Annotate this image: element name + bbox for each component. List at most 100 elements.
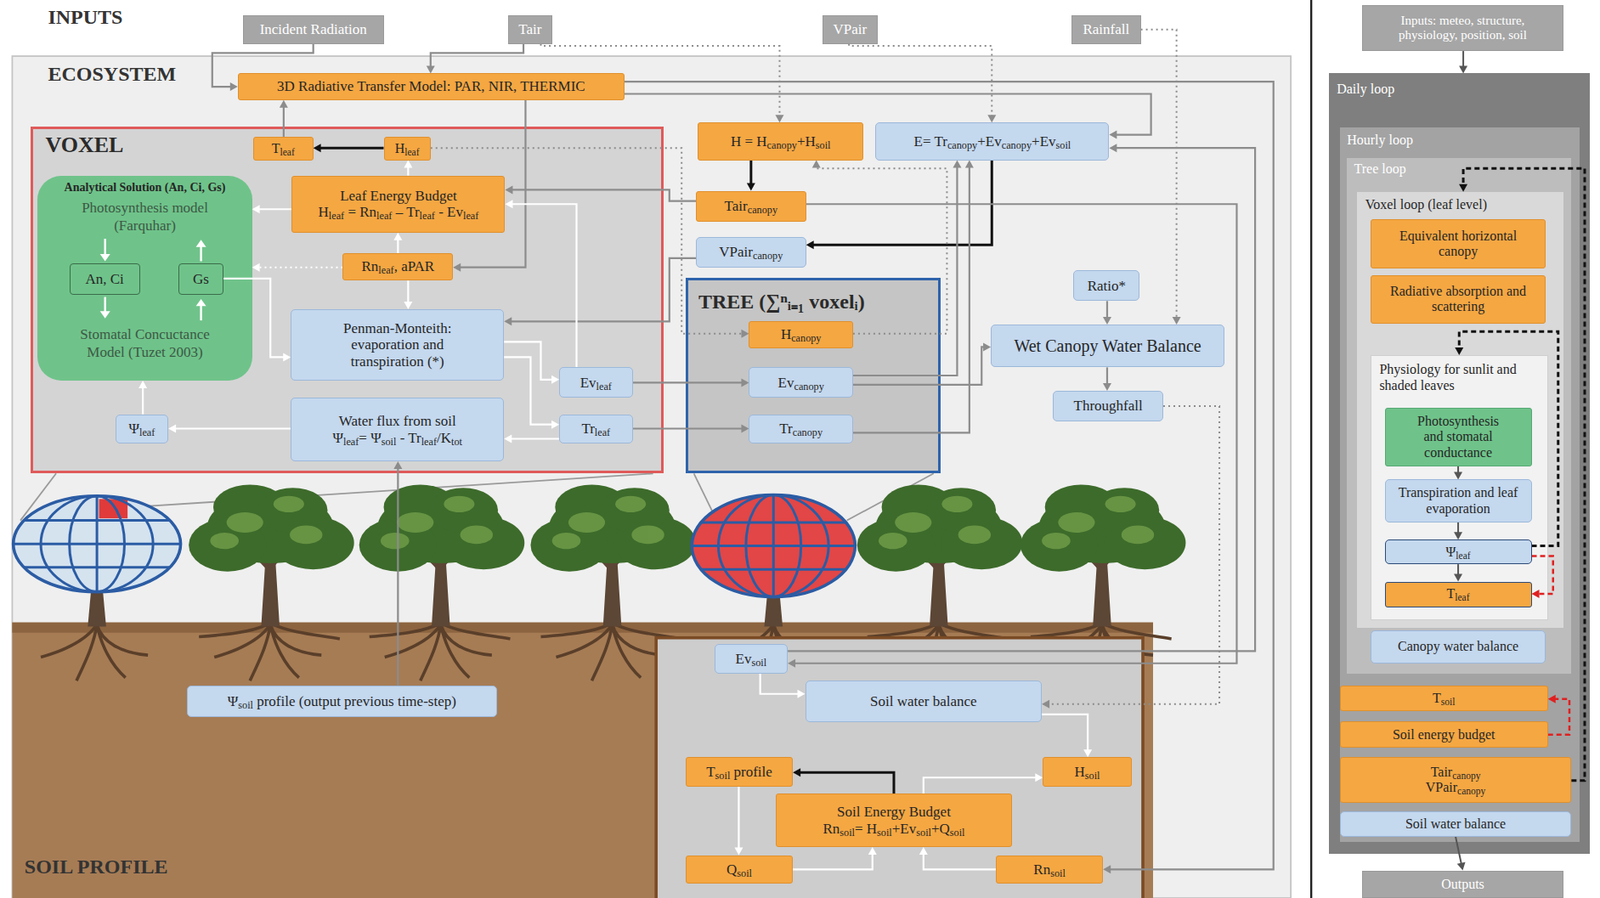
panel-label: Daily loop (1336, 81, 1395, 97)
connector-line (1048, 406, 1220, 705)
connector (252, 263, 344, 272)
connector (1532, 556, 1554, 599)
connector (1141, 29, 1182, 325)
connector-line (923, 777, 1037, 794)
box-label: Penman-Monteith: evaporation and transpi… (323, 320, 472, 371)
connector (746, 160, 756, 192)
box-label: Hcanopy (780, 326, 822, 344)
box-label: Tleaf (1447, 586, 1470, 602)
arrow-head (1102, 865, 1111, 874)
step-box: Tleaf (1385, 582, 1533, 608)
box-label: Canopy water balance (1397, 638, 1519, 655)
arrow-head (919, 847, 928, 855)
input-box: Rainfall (1071, 15, 1142, 45)
connector-line (141, 387, 144, 415)
voxel-globe (0, 542, 204, 546)
variable-box: Tleaf (253, 136, 314, 161)
connector-line (853, 346, 984, 385)
connector (212, 44, 314, 91)
connector-line (787, 147, 1256, 651)
arrow-head (503, 434, 512, 443)
inner-arrows (103, 297, 106, 313)
connector (734, 786, 743, 855)
variable-box: Evsoil (714, 644, 788, 674)
connector (787, 203, 1237, 668)
connector (923, 773, 1044, 794)
connector-line (407, 280, 409, 303)
connector-line (259, 208, 293, 210)
box-label: VPaircanopy (1425, 780, 1487, 796)
variable-box: Hsoil (1042, 757, 1131, 787)
panel-label: Tree loop (1354, 161, 1407, 177)
connector-line (282, 107, 285, 137)
connector-line (853, 167, 958, 376)
connector (760, 673, 806, 699)
arrow-head (1041, 700, 1050, 709)
connector-line (1458, 331, 1558, 546)
connector (313, 143, 385, 153)
connector (426, 44, 524, 74)
arrow-head (797, 689, 806, 699)
connector (504, 199, 577, 368)
box-label: Soil water balance (1405, 816, 1506, 832)
arrow-head (740, 424, 749, 433)
arrow-head (787, 659, 796, 668)
loop-panel: Tree loopVoxel loop (leaf level)Equivale… (1346, 158, 1572, 674)
box-label: Evleaf (580, 374, 612, 392)
box-label: Trleaf (581, 420, 611, 438)
voxel-globe (0, 490, 204, 603)
inner-arrows (105, 238, 202, 321)
connector (1455, 836, 1465, 871)
arrow-head (1172, 316, 1182, 325)
output-box: Outputs (1362, 870, 1564, 898)
box-label: Wet Canopy Water Balance (1013, 336, 1201, 357)
arrow-head (1453, 531, 1463, 540)
connector-line (1548, 699, 1570, 735)
tree-globe (673, 490, 878, 603)
variable-box: Evcanopy (748, 367, 853, 398)
box-label: Rainfall (1082, 21, 1130, 39)
input-box: VPair (822, 15, 878, 45)
process-box: E= Trcanopy+Evcanopy+Evsoil (875, 122, 1109, 160)
input-box: Tair (508, 15, 553, 45)
box-label: H = Hcanopy+Hsoil (730, 133, 832, 151)
step-box: TaircanopyVPaircanopy (1339, 757, 1572, 803)
connector-line (510, 437, 560, 440)
box-label: Tsoil profile (706, 763, 773, 781)
connector (853, 160, 962, 376)
connector (138, 380, 147, 415)
box-label: Transpiration and leaf evaporation (1394, 485, 1522, 517)
section-heading: INPUTS (47, 5, 123, 29)
variable-box: Rnleaf, aPAR (342, 253, 453, 281)
box-label: Hleaf (395, 141, 420, 157)
voxel-globe (13, 496, 181, 593)
connector-line (633, 381, 743, 384)
connector (812, 160, 948, 334)
connector (792, 768, 894, 794)
box-label: Tair (518, 21, 542, 39)
connector-line (1455, 836, 1462, 865)
variable-box: Taircanopy (695, 191, 807, 222)
box-label: Equivalent horizontal canopy (1386, 228, 1530, 261)
connector-line (212, 44, 314, 87)
voxel-panel: VOXELTleafHleafAnalytical Solution (An, … (30, 126, 664, 474)
arrow-head (746, 183, 756, 192)
process-box: Wet Canopy Water Balance (990, 324, 1225, 368)
arrow-head (952, 160, 962, 169)
illustration (359, 485, 526, 682)
arrow-head (426, 65, 436, 74)
box-label: Soil water balance (870, 693, 978, 711)
box-label: Tleaf (271, 141, 295, 157)
connector (787, 143, 1256, 651)
arrow-head (252, 263, 261, 272)
connector-line (175, 427, 291, 430)
box-label: Leaf Energy Budget (339, 187, 458, 205)
box-label: Ψsoil profile (output previous time-step… (227, 693, 457, 711)
voxel-globe (96, 490, 99, 603)
step-box: Equivalent horizontal canopy (1370, 219, 1547, 269)
variable-box: VPaircanopy (695, 237, 807, 268)
arrow-head (279, 100, 289, 108)
illustration (40, 582, 148, 682)
inner-arrows (103, 238, 106, 255)
box-label: Soil energy budget (1392, 727, 1496, 743)
